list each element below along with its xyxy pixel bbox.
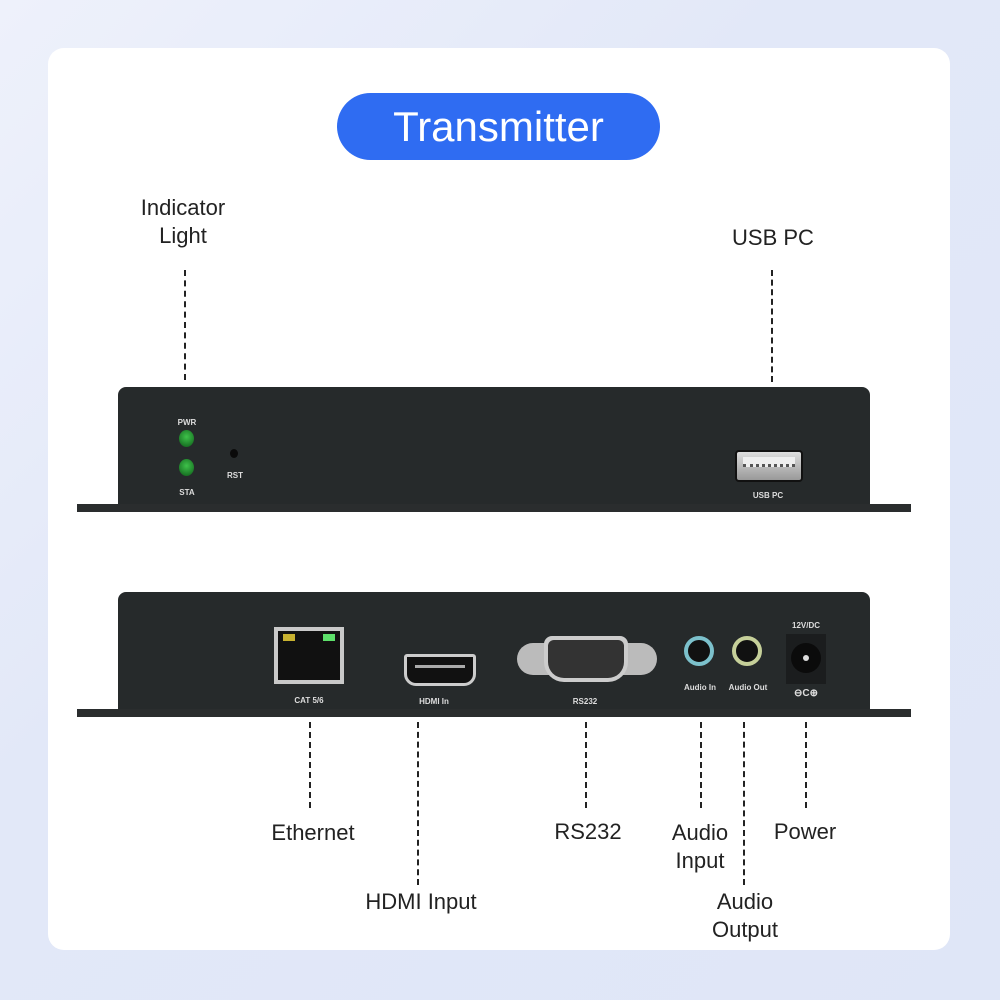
leader-line — [805, 722, 807, 808]
callout-hdmi-input: HDMI Input — [365, 889, 477, 914]
front-panel — [118, 387, 870, 512]
ethernet-port-icon — [274, 627, 344, 684]
audio-in-label: Audio In — [684, 683, 716, 692]
leader-line — [184, 270, 186, 380]
sta-led-icon — [179, 459, 194, 476]
usb-label: USB PC — [752, 491, 784, 500]
power-label: 12V/DC — [791, 621, 821, 630]
rs232-label: RS232 — [572, 697, 598, 706]
usb-port-icon — [735, 450, 803, 482]
pwr-label: PWR — [177, 418, 197, 427]
hdmi-label: HDMI In — [419, 697, 449, 706]
pwr-led-icon — [179, 430, 194, 447]
audio-out-label: Audio Out — [728, 683, 768, 692]
callout-text: Audio — [671, 820, 729, 845]
leader-line — [771, 270, 773, 382]
callout-power: Power — [773, 819, 837, 844]
leader-line — [585, 722, 587, 808]
callout-ethernet: Ethernet — [271, 820, 355, 845]
callout-text: Output — [711, 917, 779, 942]
leader-line — [743, 722, 745, 885]
rear-flange — [77, 709, 911, 717]
callout-text: Input — [675, 848, 725, 873]
rst-label: RST — [227, 471, 243, 480]
callout-usb-pc: USB PC — [732, 225, 814, 250]
callout-text: Audio — [716, 889, 774, 914]
polarity-label: ⊖C⊕ — [794, 688, 818, 699]
cat-label: CAT 5/6 — [294, 696, 324, 705]
audio-in-jack-icon — [684, 636, 714, 666]
callout-text: Indicator — [140, 195, 226, 220]
leader-line — [700, 722, 702, 808]
sta-label: STA — [179, 488, 195, 497]
reset-button[interactable] — [230, 449, 238, 458]
leader-line — [417, 722, 419, 885]
rs232-port-icon — [517, 636, 657, 682]
power-jack-icon — [786, 634, 826, 684]
audio-out-jack-icon — [732, 636, 762, 666]
callout-rs232: RS232 — [554, 819, 622, 844]
front-flange — [77, 504, 911, 512]
hdmi-port-icon — [404, 654, 476, 686]
callout-text: Light — [159, 223, 207, 248]
leader-line — [309, 722, 311, 808]
title-badge: Transmitter — [337, 93, 660, 160]
